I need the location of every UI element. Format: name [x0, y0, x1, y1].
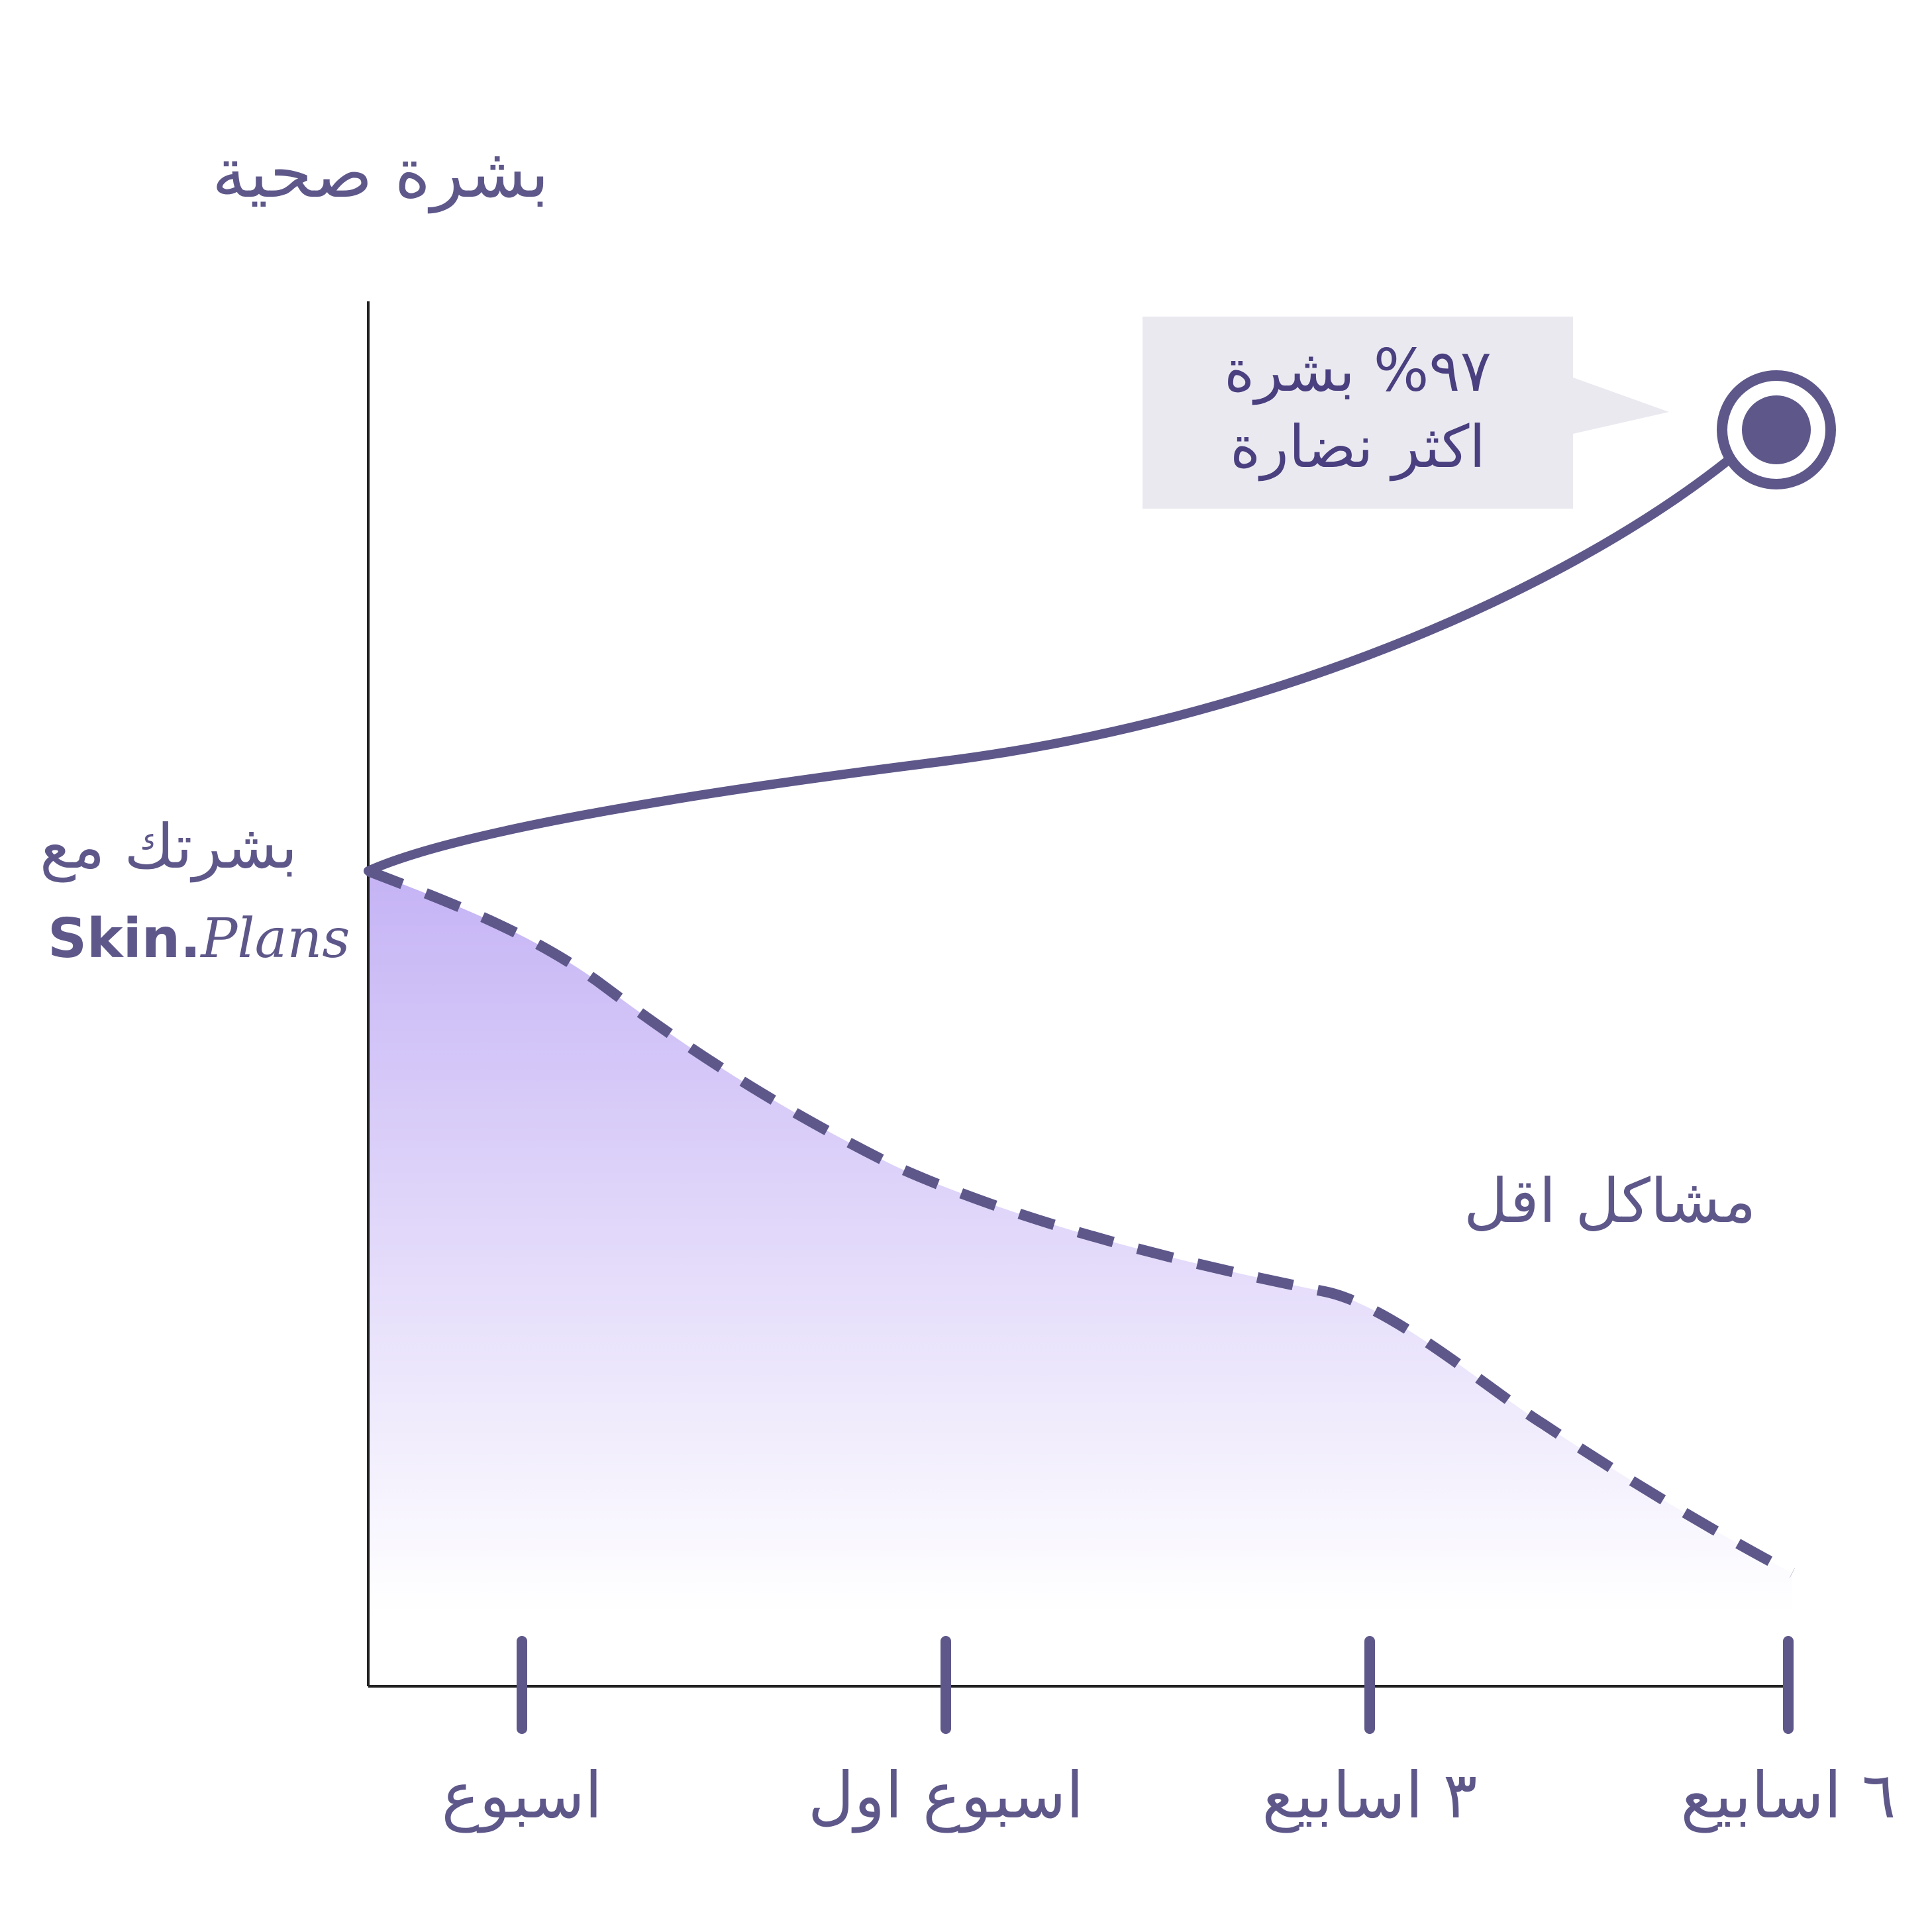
callout-pointer [1573, 378, 1669, 434]
x-tick-label-4: ٦ اسابيع [1680, 1758, 1896, 1833]
improvement-area [368, 871, 1792, 1613]
x-tick-label-1: اسبوع [441, 1758, 603, 1833]
callout-box: ٩٧% بشرة اكثر نضارة [1143, 317, 1573, 509]
brand-part2: Plans [201, 907, 350, 970]
callout-line1: ٩٧% بشرة [1224, 336, 1492, 405]
x-ticks [517, 1636, 1794, 1734]
brand-logo: Skin.Plans [48, 907, 350, 970]
endpoint-dot [1742, 395, 1811, 464]
healthy-skin-line [364, 456, 1732, 876]
y-axis-label: بشرة صحية [212, 132, 550, 213]
x-tick-label-2: اسبوع اول [807, 1758, 1084, 1833]
callout-line2: اكثر نضارة [1230, 413, 1486, 481]
series-label-fewer-problems: مشاكل اقل [1464, 1166, 1756, 1237]
start-label: بشرتك مع [40, 811, 298, 882]
x-tick-label-3: ٣ اسابيع [1262, 1758, 1478, 1833]
brand-part1: Skin. [48, 907, 201, 970]
fewer-problems-line [366, 866, 1795, 1578]
